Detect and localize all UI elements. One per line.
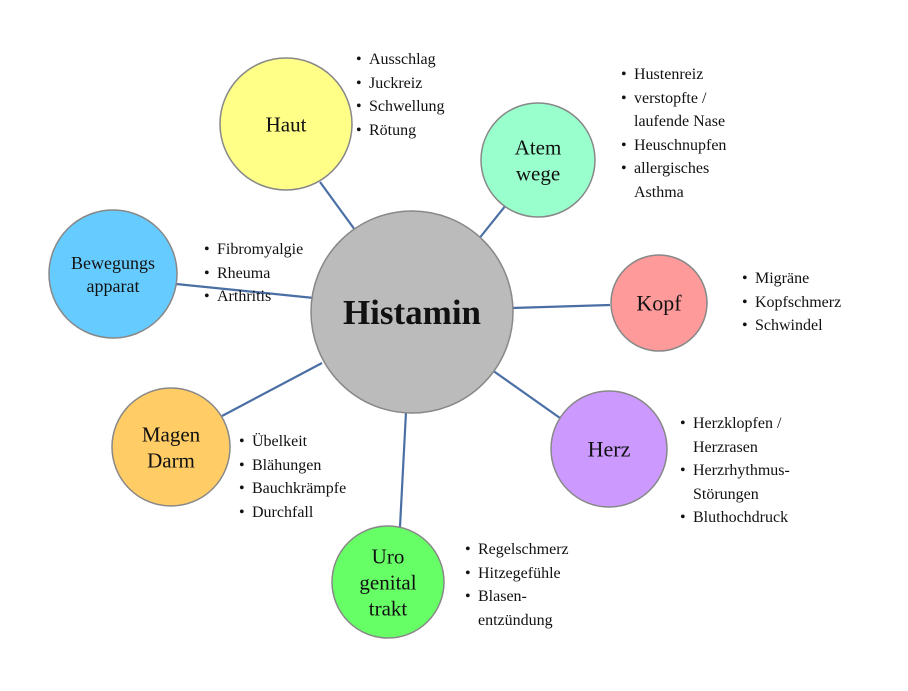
symptom-text: Blasen- entzündung [478,588,553,629]
symptom-text: Fibromyalgie [217,241,304,258]
symptom-item: Kopfschmerz [742,291,841,315]
haut-symptom-list: AusschlagJuckreizSchwellungRötung [356,48,445,142]
kopf-label-line: Kopf [636,291,682,316]
symptom-item: Schwellung [356,95,445,119]
symptom-text: Arthritis [217,288,272,305]
urogenitaltrakt-circle [331,525,445,639]
urogenitaltrakt-connector [398,411,408,528]
symptom-item: Übelkeit [239,430,346,454]
magendarm-symptom-list: ÜbelkeitBlähungenBauchkrämpfeDurchfall [239,430,346,524]
symptom-item: Schwindel [742,314,841,338]
bewegungsapparat-label-line: Bewegungs [71,253,155,273]
kopf-connector [511,303,611,310]
symptom-item: Hustenreiz [621,63,726,87]
kopf-node: Kopf [610,254,708,352]
symptom-item: Hitzegefühle [465,562,569,586]
symptom-item: Arthritis [204,285,303,309]
bewegungsapparat-circle [48,209,178,339]
haut-connector [319,181,356,231]
kopf-circle [610,254,708,352]
magendarm-circle [111,387,231,507]
symptom-item: Rötung [356,119,445,143]
symptom-item: Blasen- entzündung [465,585,569,632]
haut-label-line: Haut [266,112,307,136]
symptom-text: Schwindel [755,317,823,334]
symptom-item: Herzrhythmus- Störungen [680,459,790,506]
symptom-text: Blähungen [252,456,322,474]
symptom-item: allergisches Asthma [621,157,726,204]
bewegungsapparat-label-line: apparat [87,276,140,296]
symptom-item: Migräne [742,267,841,291]
magendarm-label-line: Magen [142,422,201,446]
symptom-text: Rheuma [217,264,271,282]
symptom-text: Bluthochdruck [693,509,789,526]
symptom-text: Übelkeit [252,433,308,450]
magendarm-label-line: Darm [147,448,195,472]
symptom-text: allergisches Asthma [634,160,710,201]
symptom-text: Rötung [369,121,417,139]
herz-node: Herz [550,390,668,508]
symptom-text: Bauchkrämpfe [252,480,347,497]
herz-label-line: Herz [588,437,631,462]
symptom-item: Durchfall [239,501,346,525]
symptom-text: Heuschnupfen [634,136,727,154]
center-node: Histamin [310,210,514,414]
symptom-text: Schwellung [369,98,445,115]
urogenitaltrakt-label-line: genital [359,570,416,594]
symptom-item: Regelschmerz [465,538,569,562]
atemwege-label-line: Atem [515,135,562,159]
symptom-item: Blähungen [239,454,346,478]
magendarm-connector [221,362,323,417]
urogenitaltrakt-symptom-list: RegelschmerzHitzegefühleBlasen- entzündu… [465,538,569,632]
symptom-text: Migräne [755,270,810,287]
symptom-text: Juckreiz [369,74,423,92]
symptom-text: Hustenreiz [634,66,704,83]
haut-node: Haut [219,57,353,191]
atemwege-symptom-list: Hustenreiz verstopfte / laufende NaseHeus… [621,63,726,204]
symptom-text: Kopfschmerz [755,293,842,311]
symptom-item: Ausschlag [356,48,445,72]
symptom-item: Juckreiz [356,72,445,96]
center-circle [310,210,514,414]
urogenitaltrakt-label-line: trakt [369,596,408,620]
bewegungsapparat-symptom-list: FibromyalgieRheumaArthritis [204,238,303,309]
symptom-item: Herzklopfen / Herzrasen [680,412,790,459]
center-label: Histamin [343,293,481,332]
herz-circle [550,390,668,508]
haut-circle [219,57,353,191]
symptom-item: Rheuma [204,262,303,286]
symptom-item: verstopfte / laufende Nase [621,87,726,134]
symptom-text: Regelschmerz [478,541,569,558]
symptom-text: Durchfall [252,503,314,521]
symptom-text: Herzklopfen / Herzrasen [693,415,782,456]
atemwege-label-line: wege [516,161,560,185]
symptom-item: Bauchkrämpfe [239,477,346,501]
herz-connector [491,369,561,419]
symptom-text: verstopfte / laufende Nase [634,89,726,131]
herz-symptom-list: Herzklopfen / HerzrasenHerzrhythmus- Stö… [680,412,790,530]
symptom-item: Heuschnupfen [621,134,726,158]
symptom-text: Hitzegefühle [478,564,561,582]
symptom-item: Bluthochdruck [680,506,790,530]
kopf-symptom-list: MigräneKopfschmerzSchwindel [742,267,841,338]
atemwege-circle [480,102,596,218]
bewegungsapparat-node: Bewegungs apparat [48,209,178,339]
urogenitaltrakt-label-line: Uro [372,544,405,568]
symptom-text: Herzrhythmus- Störungen [693,462,790,503]
symptom-item: Fibromyalgie [204,238,303,262]
symptom-text: Ausschlag [369,51,436,68]
